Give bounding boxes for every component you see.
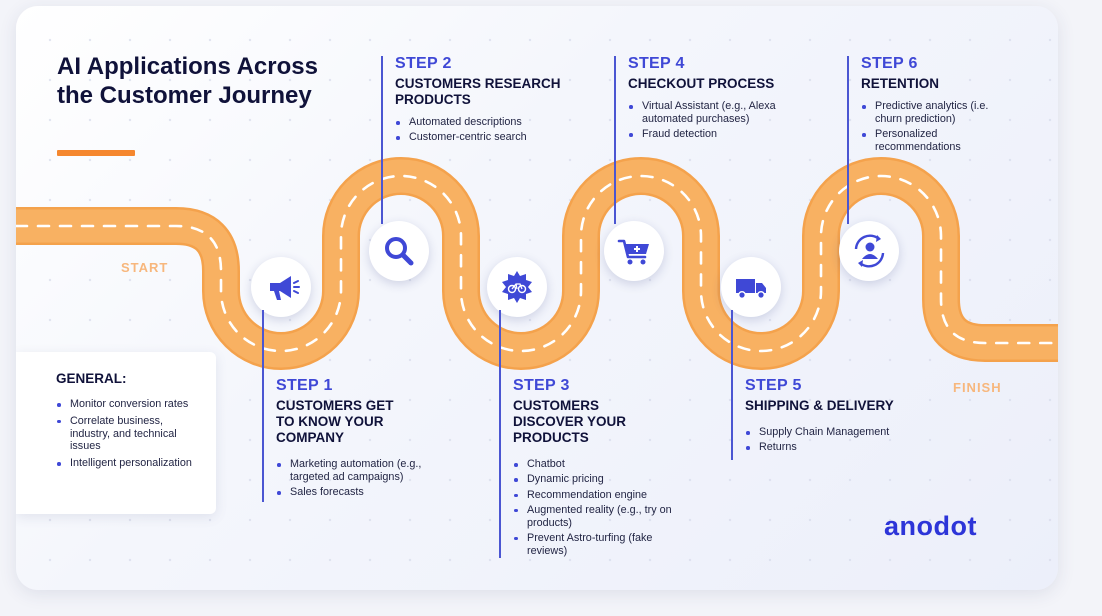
step-6-list: Predictive analytics (i.e. churn predict…: [861, 100, 1001, 154]
step-4-list: Virtual Assistant (e.g., Alexa automated…: [628, 100, 788, 141]
search-icon: [385, 237, 414, 266]
step-3-item: Augmented reality (e.g., try on products…: [513, 504, 673, 530]
general-item: Intelligent personalization: [56, 457, 196, 470]
step-6-number: STEP 6: [861, 55, 918, 72]
step-1-item: Sales forecasts: [276, 486, 446, 499]
step-4-heading: CHECKOUT PROCESS: [628, 76, 775, 91]
general-item: Monitor conversion rates: [56, 398, 196, 411]
step-2-number: STEP 2: [395, 55, 452, 72]
step-3-number: STEP 3: [513, 377, 570, 394]
step-6-item: Predictive analytics (i.e. churn predict…: [861, 100, 1001, 126]
general-heading: GENERAL:: [56, 371, 127, 386]
step-5-heading: SHIPPING & DELIVERY: [745, 398, 894, 413]
step-5-block: STEP 5 SHIPPING & DELIVERY Supply Chain …: [731, 310, 931, 460]
step-5-item: Returns: [745, 441, 931, 454]
title-underline: [57, 150, 135, 156]
finish-label: FINISH: [953, 380, 1002, 395]
megaphone-icon: [270, 276, 300, 300]
step-6-item: Personalized recommendations: [861, 128, 1001, 154]
step-5-number: STEP 5: [745, 377, 802, 394]
step-1-item: Marketing automation (e.g., targeted ad …: [276, 458, 446, 484]
page-title: AI Applications Across the Customer Jour…: [57, 53, 318, 109]
step-3-item: Chatbot: [513, 458, 673, 471]
user-cycle-icon: [854, 234, 885, 268]
step-4-item: Virtual Assistant (e.g., Alexa automated…: [628, 100, 788, 126]
cart-plus-icon: [617, 239, 649, 265]
step-1-heading: CUSTOMERS GET TO KNOW YOUR COMPANY: [276, 398, 394, 445]
step-6-icon-circle: [825, 207, 913, 295]
step-1-icon-circle: [237, 243, 325, 331]
anodot-logo: anodot: [884, 511, 977, 541]
step-2-block: STEP 2 CUSTOMERS RESEARCH PRODUCTS Autom…: [381, 54, 571, 224]
step-3-icon-circle: [473, 243, 561, 331]
step-3-heading: CUSTOMERS DISCOVER YOUR PRODUCTS: [513, 398, 627, 445]
step-1-number: STEP 1: [276, 377, 333, 394]
step-6-block: STEP 6 RETENTION Predictive analytics (i…: [847, 54, 1037, 224]
step-5-icon-circle: [707, 243, 795, 331]
step-3-block: STEP 3 CUSTOMERS DISCOVER YOUR PRODUCTS …: [499, 310, 699, 560]
step-3-item: Dynamic pricing: [513, 473, 673, 486]
step-5-list: Supply Chain Management Returns: [745, 426, 931, 454]
step-4-icon-circle: [590, 207, 678, 295]
step-5-item: Supply Chain Management: [745, 426, 931, 439]
step-2-connector-line: [381, 56, 383, 224]
general-item: Correlate business, industry, and techni…: [56, 415, 196, 453]
step-2-icon-circle: [355, 207, 443, 295]
step-3-item: Recommendation engine: [513, 489, 673, 502]
step-2-item: Customer-centric search: [395, 131, 571, 144]
step-1-list: Marketing automation (e.g., targeted ad …: [276, 458, 446, 499]
step-2-list: Automated descriptions Customer-centric …: [395, 116, 571, 144]
step-3-connector-line: [499, 310, 501, 558]
infographic-card: AI Applications Across the Customer Jour…: [16, 6, 1058, 590]
step-3-item: Prevent Astro-turfing (fake reviews): [513, 532, 673, 558]
winding-road: [16, 157, 1058, 370]
general-list: Monitor conversion rates Correlate busin…: [56, 398, 196, 474]
step-4-number: STEP 4: [628, 55, 685, 72]
step-4-block: STEP 4 CHECKOUT PROCESS Virtual Assistan…: [614, 54, 814, 224]
road-center-dashes: [16, 174, 1058, 353]
step-4-item: Fraud detection: [628, 128, 788, 141]
step-2-item: Automated descriptions: [395, 116, 571, 129]
step-6-heading: RETENTION: [861, 76, 940, 91]
bicycle-badge-icon: [502, 271, 532, 303]
step-1-connector-line: [262, 310, 264, 502]
general-box: GENERAL: Monitor conversion rates Correl…: [16, 352, 216, 514]
step-3-list: Chatbot Dynamic pricing Recommendation e…: [513, 458, 673, 558]
truck-icon: [736, 279, 766, 300]
step-1-block: STEP 1 CUSTOMERS GET TO KNOW YOUR COMPAN…: [262, 310, 452, 502]
step-2-heading: CUSTOMERS RESEARCH PRODUCTS: [395, 76, 561, 107]
step-5-connector-line: [731, 310, 733, 460]
step-4-connector-line: [614, 56, 616, 224]
start-label: START: [121, 260, 169, 275]
step-6-connector-line: [847, 56, 849, 224]
